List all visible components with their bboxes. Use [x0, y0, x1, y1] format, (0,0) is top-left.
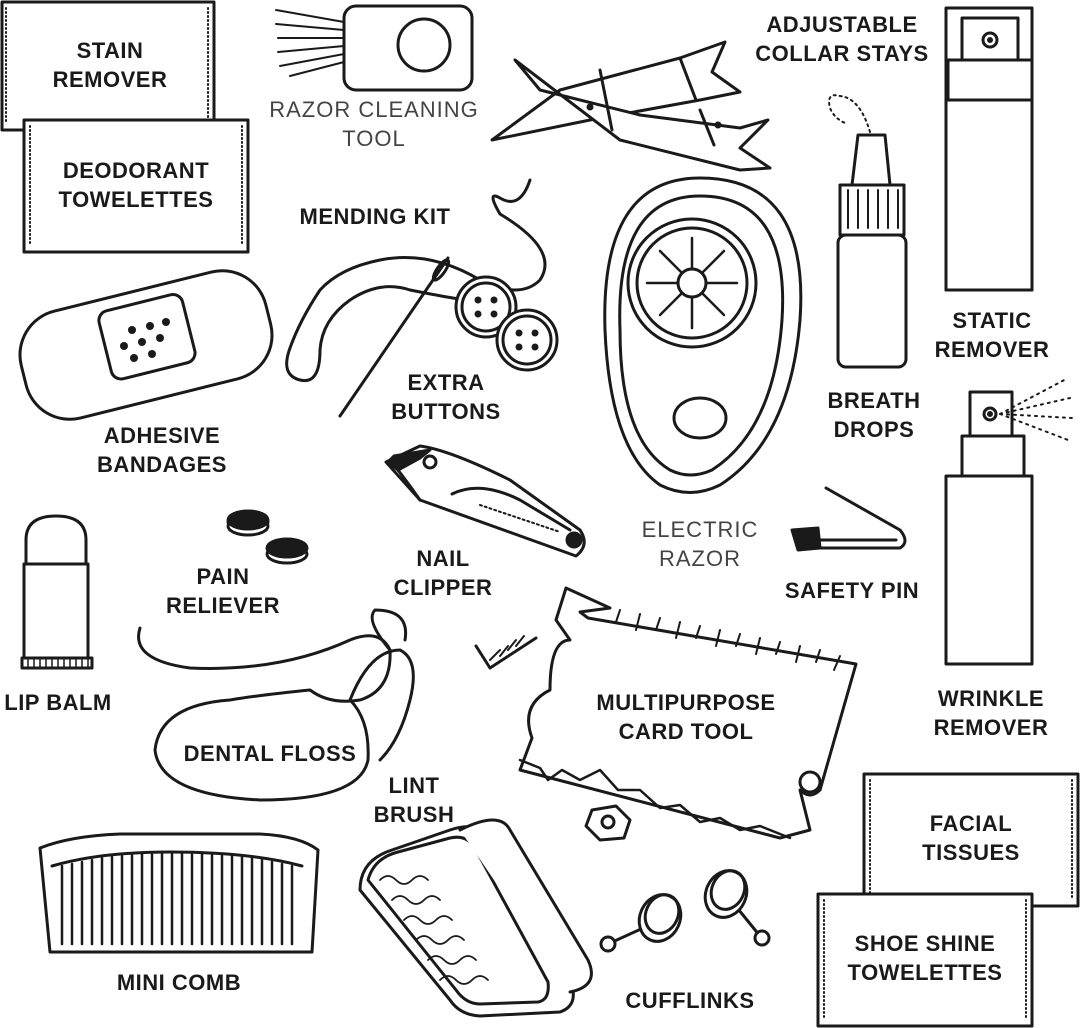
label-line: CLIPPER — [393, 575, 493, 600]
mending-kit-thread — [285, 178, 547, 418]
label-line: ELECTRIC — [641, 517, 759, 542]
pain-reliever-pills — [226, 509, 309, 565]
label-wrinkle-remover: WRINKLE REMOVER — [918, 684, 1064, 742]
label-line: EXTRA — [407, 370, 485, 395]
label-line: MENDING KIT — [299, 204, 451, 229]
label-line: TOWELETTES — [58, 187, 214, 212]
label-line: REMOVER — [934, 337, 1050, 362]
label-pain-reliever: PAIN RELIEVER — [158, 562, 288, 620]
label-line: BRUSH — [373, 802, 455, 827]
label-cufflinks: CUFFLINKS — [612, 986, 768, 1015]
label-static-remover: STATIC REMOVER — [930, 306, 1054, 364]
electric-razor — [603, 176, 803, 494]
mini-comb — [38, 832, 320, 954]
nail-clipper — [384, 444, 586, 558]
label-line: SAFETY PIN — [784, 578, 920, 603]
label-electric-razor: ELECTRIC RAZOR — [632, 515, 768, 573]
label-line: LINT — [388, 773, 440, 798]
label-line: TOWELETTES — [847, 960, 1003, 985]
label-line: RAZOR CLEANING — [269, 97, 479, 122]
hex-nut — [584, 804, 632, 842]
label-line: NAIL — [416, 546, 470, 571]
label-safety-pin: SAFETY PIN — [772, 576, 932, 605]
label-line: DEODORANT — [62, 158, 210, 183]
label-nail-clipper: NAIL CLIPPER — [380, 544, 506, 602]
label-line: CUFFLINKS — [625, 988, 755, 1013]
lip-balm — [20, 514, 94, 670]
label-line: TOOL — [342, 126, 406, 151]
label-line: MULTIPURPOSE — [596, 690, 776, 715]
label-line: CARD TOOL — [618, 719, 754, 744]
label-razor-cleaning-tool: RAZOR CLEANING TOOL — [254, 95, 494, 153]
facial-tissues-packet — [862, 772, 1080, 908]
label-facial-tissues: FACIAL TISSUES — [906, 809, 1036, 867]
label-lip-balm: LIP BALM — [0, 688, 116, 717]
screw — [474, 635, 538, 670]
deodorant-towelettes-packet — [22, 118, 250, 254]
label-line: LIP BALM — [4, 690, 112, 715]
label-breath-drops: BREATH DROPS — [816, 386, 932, 444]
label-shoe-shine-towelettes: SHOE SHINE TOWELETTES — [832, 929, 1018, 987]
label-line: DROPS — [833, 417, 915, 442]
static-remover-bottle — [944, 6, 1034, 292]
label-adjustable-collar-stays: ADJUSTABLE COLLAR STAYS — [744, 10, 940, 68]
label-mending-kit: MENDING KIT — [280, 202, 470, 231]
multipurpose-card-tool — [518, 586, 858, 840]
label-line: ADHESIVE — [103, 423, 221, 448]
label-line: FACIAL — [929, 811, 1013, 836]
label-line: REMOVER — [933, 715, 1049, 740]
label-extra-buttons: EXTRA BUTTONS — [378, 368, 514, 426]
label-line: MINI COMB — [116, 970, 242, 995]
label-dental-floss: DENTAL FLOSS — [170, 739, 370, 768]
label-line: DENTAL FLOSS — [183, 741, 357, 766]
adhesive-bandage — [18, 269, 274, 421]
breath-drops-bottle — [828, 94, 908, 369]
label-multipurpose-card-tool: MULTIPURPOSE CARD TOOL — [582, 688, 790, 746]
extra-buttons — [454, 275, 559, 372]
cufflinks — [599, 869, 771, 953]
stain-remover-packet — [0, 0, 216, 132]
label-lint-brush: LINT BRUSH — [366, 771, 462, 829]
wrinkle-remover-bottle — [944, 377, 1073, 666]
label-line: WRINKLE — [937, 686, 1045, 711]
lint-brush — [358, 818, 593, 1018]
label-line: RELIEVER — [165, 593, 281, 618]
label-stain-remover: STAIN REMOVER — [40, 36, 180, 94]
label-line: REMOVER — [52, 67, 168, 92]
label-adhesive-bandages: ADHESIVE BANDAGES — [86, 421, 238, 479]
shoe-shine-towelettes-packet — [816, 892, 1034, 1028]
label-line: TISSUES — [922, 840, 1020, 865]
label-line: PAIN — [196, 564, 250, 589]
label-line: STATIC — [952, 308, 1032, 333]
label-line: BUTTONS — [391, 399, 501, 424]
safety-pin — [790, 486, 907, 552]
label-line: ADJUSTABLE — [766, 12, 918, 37]
collar-stays — [490, 40, 772, 172]
label-line: RAZOR — [659, 546, 741, 571]
dental-floss — [137, 608, 415, 802]
label-line: BANDAGES — [97, 452, 227, 477]
label-mini-comb: MINI COMB — [96, 968, 262, 997]
label-line: COLLAR STAYS — [755, 41, 929, 66]
label-deodorant-towelettes: DEODORANT TOWELETTES — [38, 156, 234, 214]
razor-cleaning-tool — [275, 4, 474, 92]
label-line: SHOE SHINE — [854, 931, 996, 956]
label-line: BREATH — [827, 388, 921, 413]
label-line: STAIN — [76, 38, 144, 63]
